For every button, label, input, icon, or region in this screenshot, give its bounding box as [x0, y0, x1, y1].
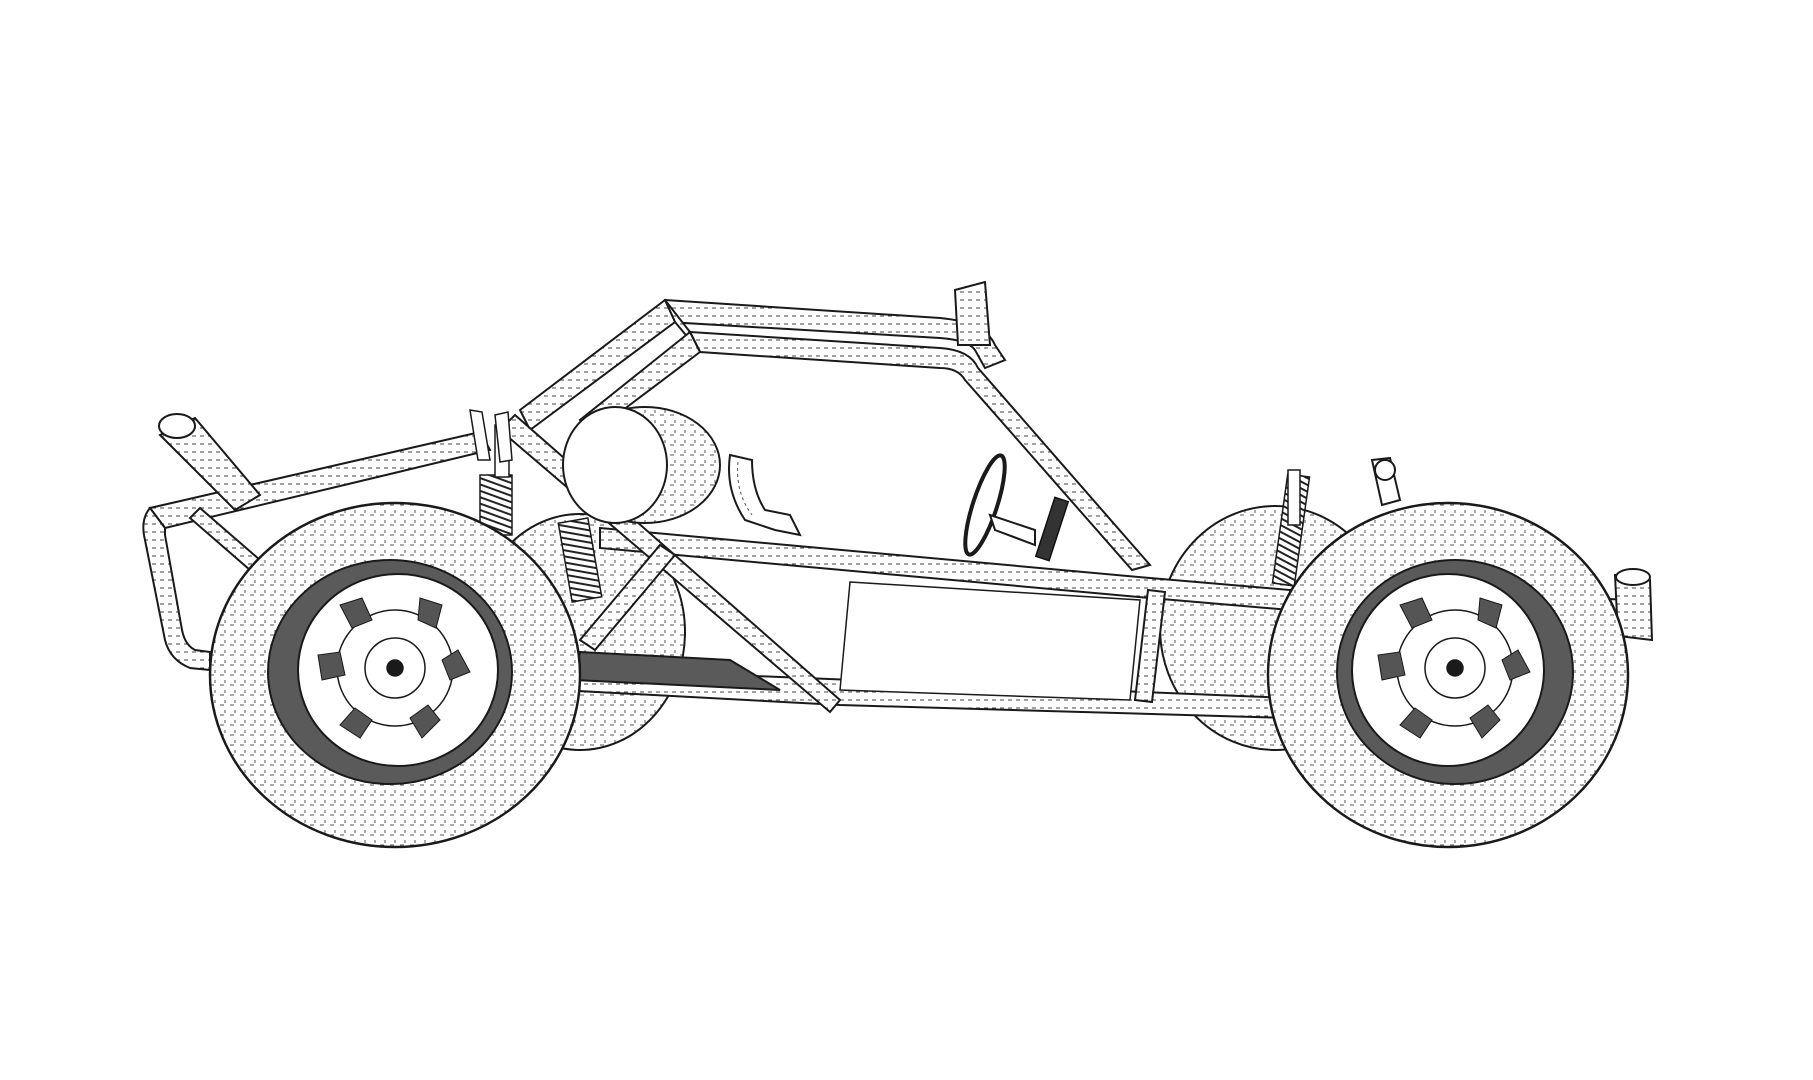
rear-wheel-spokes [1377, 597, 1531, 739]
rear-wheel [1266, 501, 1630, 849]
front-wheel-rim [336, 609, 454, 727]
front-wheel [208, 501, 582, 849]
spare-tire [562, 406, 721, 524]
front-snorkel [158, 413, 262, 512]
roof-tab [953, 280, 992, 346]
steering-wheel [963, 453, 1070, 562]
rear-shock-absorber [1271, 456, 1402, 587]
front-wheel-spokes [317, 597, 471, 739]
front-mount [469, 409, 513, 463]
floor-pan [573, 581, 1141, 701]
seat [728, 453, 802, 537]
rear-wheel-rim [1396, 609, 1514, 727]
rear-exhaust [1613, 568, 1654, 642]
